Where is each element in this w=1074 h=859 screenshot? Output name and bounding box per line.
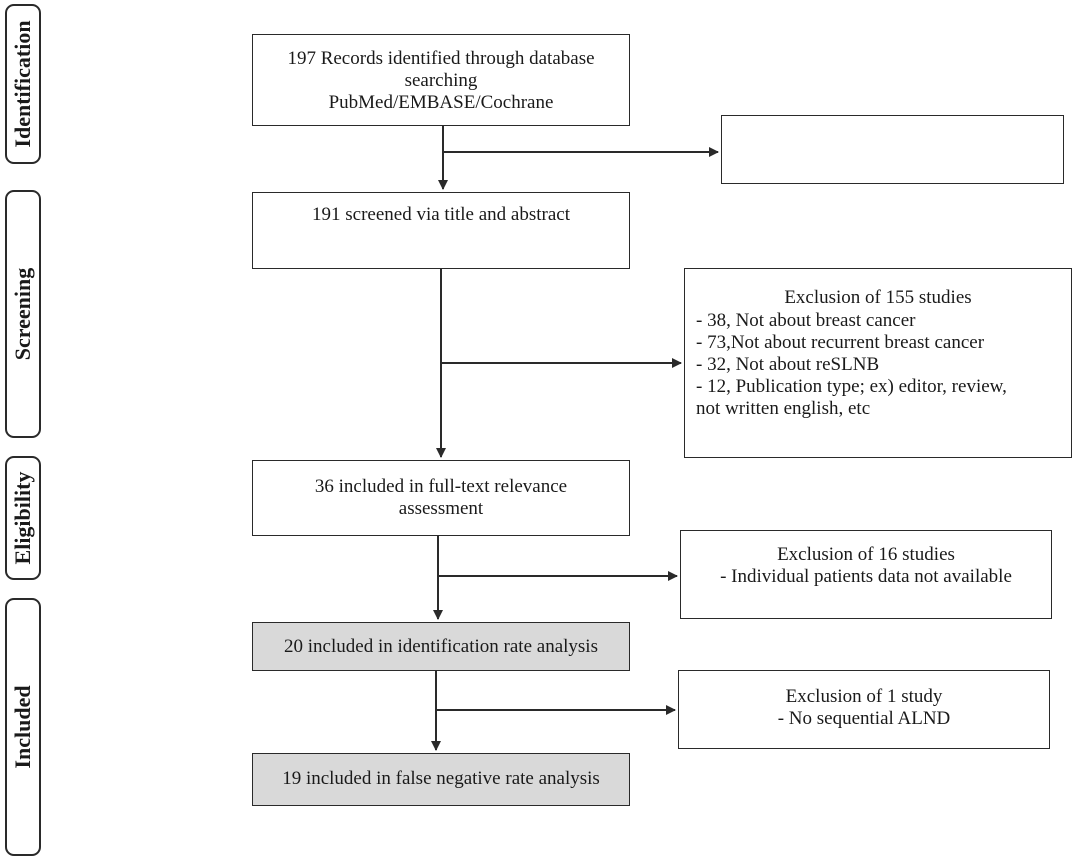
records-identified-box: 197 Records identified through database … (252, 34, 630, 126)
duplicates-exclusion-box (721, 115, 1064, 184)
exclusion-155-item-4: - 12, Publication type; ex) editor, revi… (696, 376, 1007, 397)
exclusion-155-item-2: - 73,Not about recurrent breast cancer (696, 332, 985, 353)
fulltext-line-1: 36 included in full-text relevance (314, 476, 568, 497)
exclusion-155-item-5: not written english, etc (696, 398, 871, 419)
phase-identification: Identification (5, 4, 41, 164)
exclusion-1-detail: - No sequential ALND (777, 708, 951, 729)
phase-screening: Screening (5, 190, 41, 438)
exclusion-155-item-3: - 32, Not about reSLNB (696, 354, 880, 375)
screened-text: 191 screened via title and abstract (312, 204, 570, 225)
records-line-2: searching (404, 70, 478, 91)
false-negative-text: 19 included in false negative rate analy… (282, 768, 600, 789)
exclusion-16-detail: - Individual patients data not available (720, 566, 1012, 587)
fulltext-line-2: assessment (398, 498, 484, 519)
fulltext-box: 36 included in full-text relevance asses… (252, 460, 630, 536)
phase-eligibility: Eligibility (5, 456, 41, 580)
exclusion-155-item-1: - 38, Not about breast cancer (696, 310, 916, 331)
phase-included: Included (5, 598, 41, 856)
identification-rate-box: 20 included in identification rate analy… (252, 622, 630, 671)
exclusion-155-box: Exclusion of 155 studies - 38, Not about… (684, 268, 1072, 458)
records-line-1: 197 Records identified through database (287, 48, 595, 69)
exclusion-16-box: Exclusion of 16 studies - Individual pat… (680, 530, 1052, 619)
exclusion-1-title: Exclusion of 1 study (785, 686, 943, 707)
records-line-3: PubMed/EMBASE/Cochrane (328, 92, 554, 113)
exclusion-16-title: Exclusion of 16 studies (777, 544, 955, 565)
identification-rate-text: 20 included in identification rate analy… (284, 636, 598, 657)
screened-box: 191 screened via title and abstract (252, 192, 630, 269)
exclusion-1-box: Exclusion of 1 study - No sequential ALN… (678, 670, 1050, 749)
false-negative-box: 19 included in false negative rate analy… (252, 753, 630, 806)
exclusion-155-title: Exclusion of 155 studies (784, 287, 972, 308)
